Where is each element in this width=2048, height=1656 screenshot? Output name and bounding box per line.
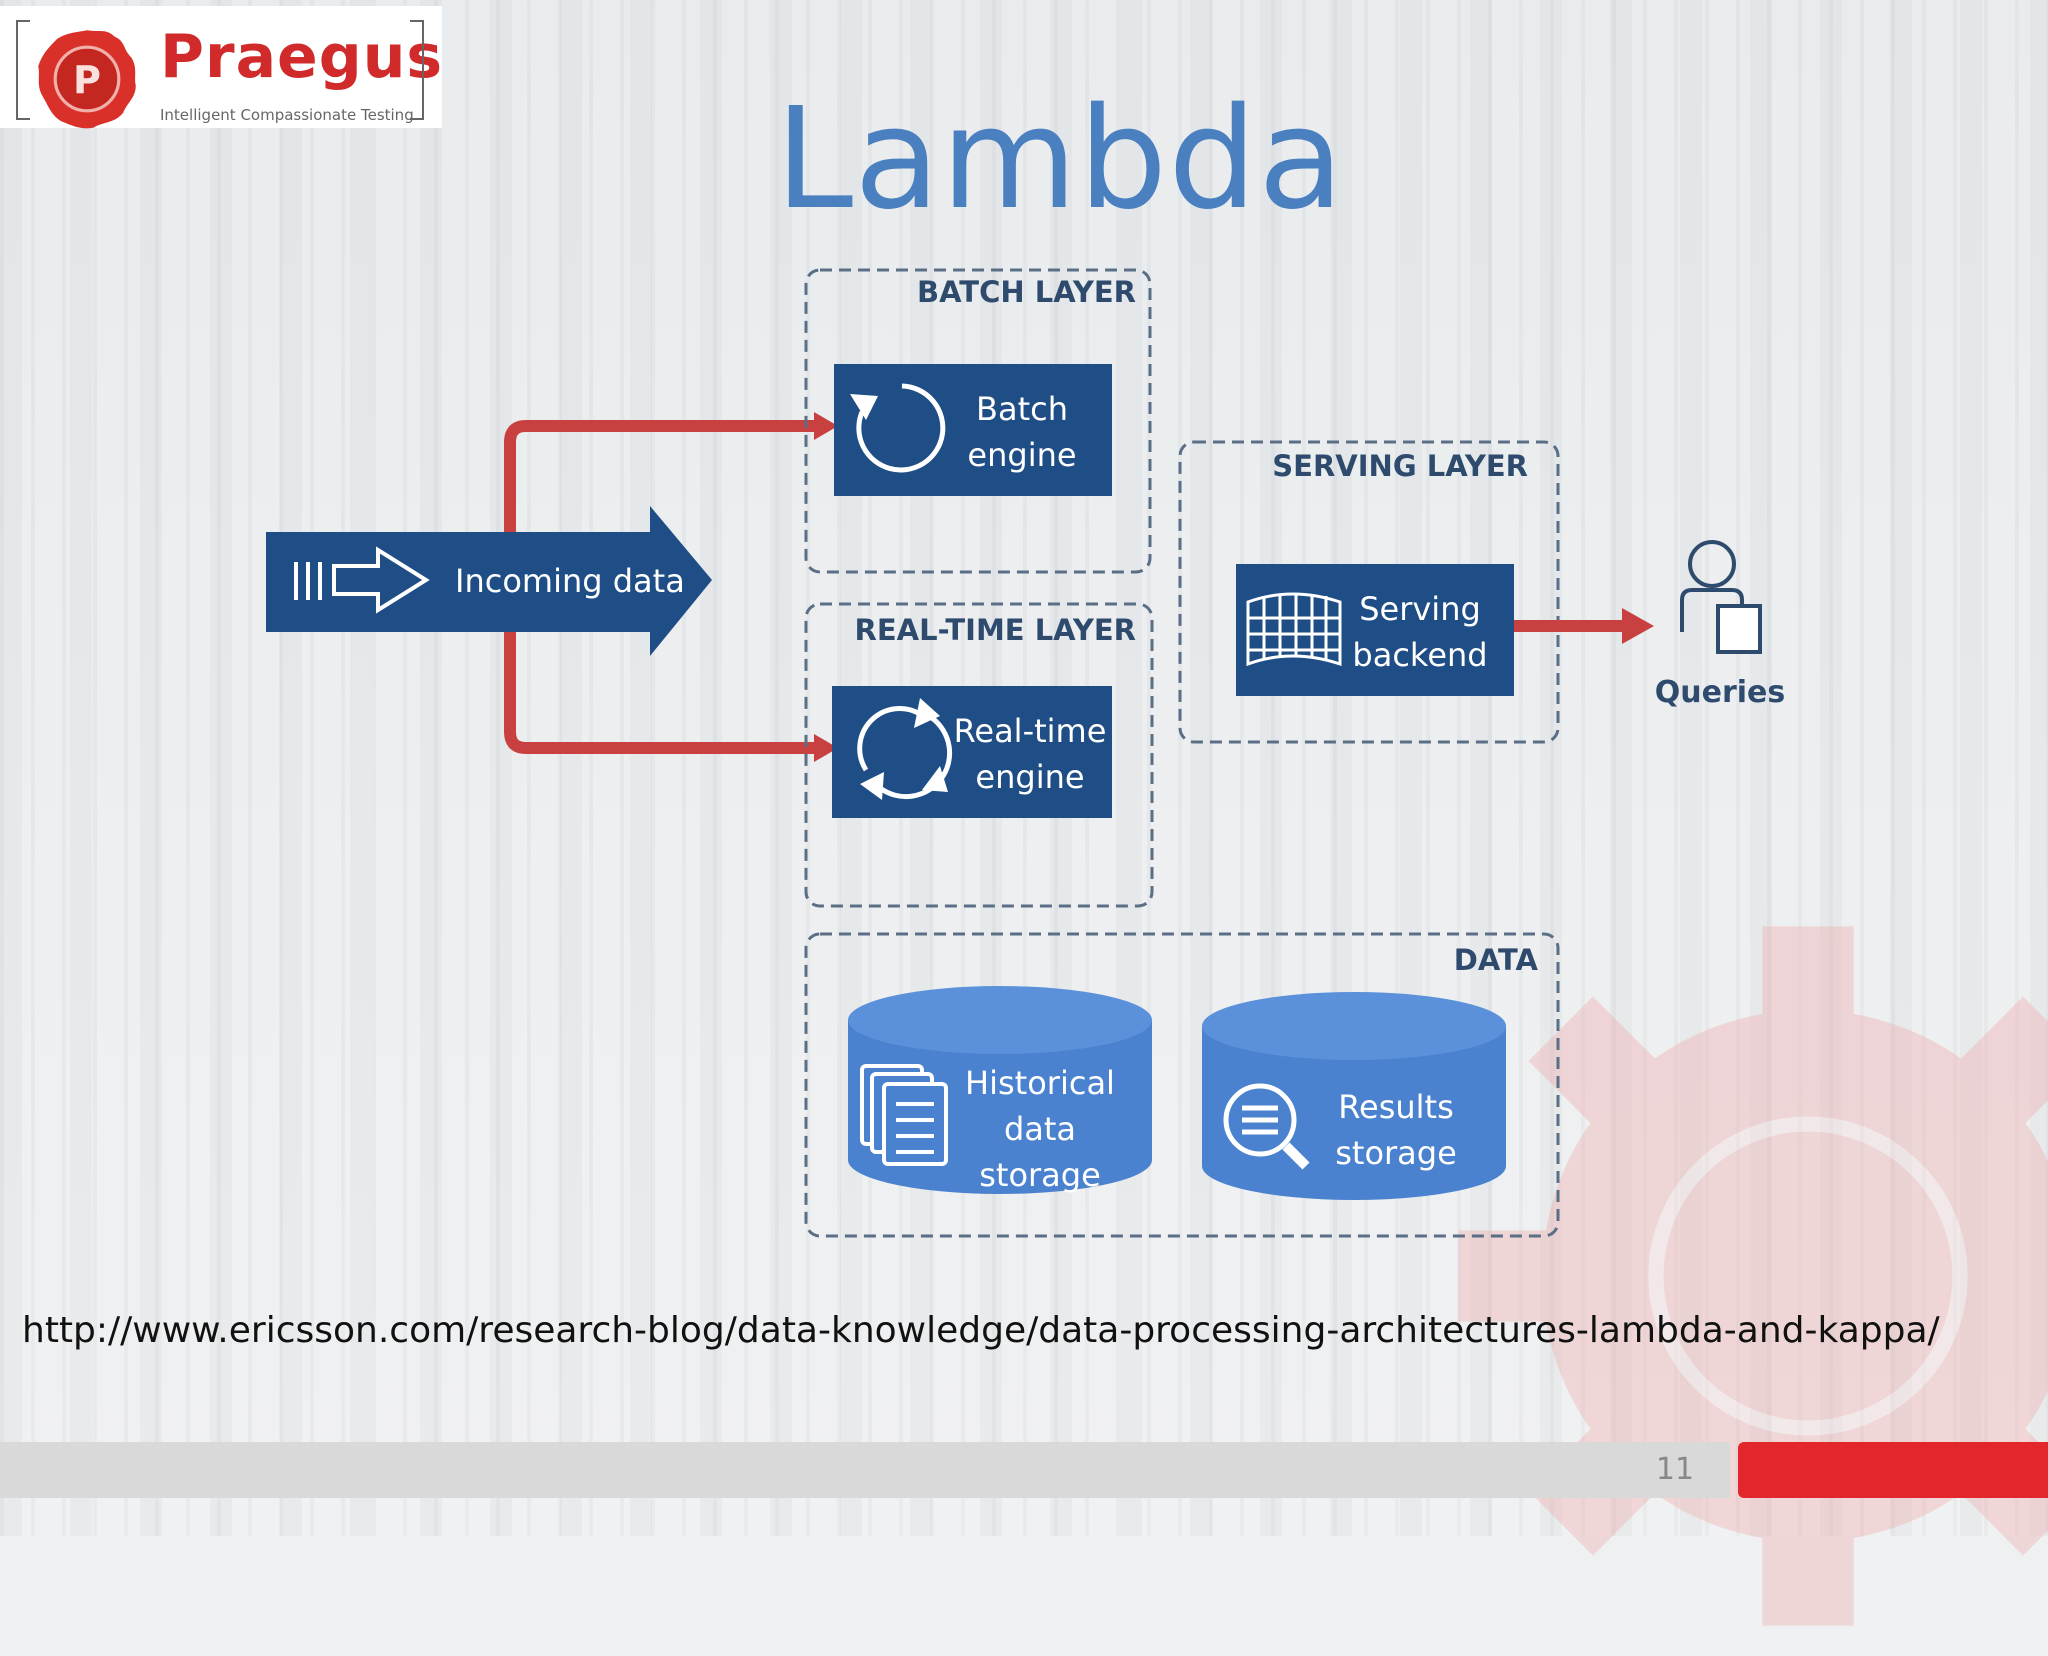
footer-accent-bar [1738, 1442, 2048, 1498]
realtime-layer-frame [804, 602, 1154, 908]
serving-backend-line1: Serving [1359, 590, 1481, 628]
incoming-to-batch-arrow [504, 412, 838, 540]
slide-title: Lambda [775, 78, 1345, 241]
serving-to-queries-arrow [1514, 608, 1654, 644]
data-stream-icon [294, 546, 430, 614]
realtime-engine-line1: Real-time [954, 712, 1107, 750]
historical-line3: storage [979, 1156, 1101, 1194]
sync-arrows-icon [857, 698, 953, 800]
data-section-frame [804, 932, 1560, 1238]
realtime-layer-title: REAL-TIME LAYER [855, 613, 1136, 647]
batch-layer-frame [804, 268, 1152, 574]
batch-engine-box: Batch engine [834, 364, 1112, 496]
magnifier-search-icon [1223, 1083, 1310, 1170]
serving-layer-title: SERVING LAYER [1272, 449, 1528, 483]
lambda-architecture-diagram: Incoming data BATCH LAYER Batch engine R… [266, 268, 1786, 1238]
serving-backend-box: Serving backend [1236, 564, 1514, 696]
serving-backend-line2: backend [1352, 636, 1487, 674]
logo-bracket-left [16, 20, 30, 120]
logo-tagline: Intelligent Compassionate Testing [160, 106, 414, 124]
data-section-title: DATA [1454, 943, 1539, 977]
batch-engine-line2: engine [967, 436, 1076, 474]
realtime-engine-box: Real-time engine [832, 686, 1112, 818]
serving-layer-frame [1178, 440, 1560, 744]
results-storage-cylinder: Results storage [1202, 992, 1506, 1200]
results-line1: Results [1338, 1088, 1454, 1126]
results-line2: storage [1335, 1134, 1457, 1172]
user-query-icon [1680, 540, 1762, 654]
refresh-cycle-icon [850, 383, 946, 473]
historical-storage-cylinder: Historical data storage [848, 986, 1152, 1194]
historical-line2: data [1004, 1110, 1076, 1148]
source-link[interactable]: http://www.ericsson.com/research-blog/da… [22, 1310, 1940, 1351]
wax-seal-icon: P [38, 30, 136, 129]
logo-name: Praegus [160, 22, 444, 92]
praegus-logo: P Praegus Intelligent Compassionate Test… [0, 6, 444, 129]
queries-label: Queries [1655, 675, 1786, 710]
gear-watermark-icon [1458, 926, 2048, 1626]
svg-text:P: P [73, 58, 101, 102]
incoming-to-realtime-arrow [504, 600, 838, 762]
batch-layer-title: BATCH LAYER [917, 275, 1136, 309]
grid-table-icon [1246, 592, 1342, 667]
realtime-engine-line2: engine [975, 758, 1084, 796]
incoming-data-arrow: Incoming data [266, 506, 712, 656]
batch-engine-line1: Batch [976, 390, 1068, 428]
incoming-data-label: Incoming data [455, 562, 685, 600]
footer-bar [0, 1442, 1730, 1498]
documents-icon [860, 1064, 948, 1166]
historical-line1: Historical [965, 1064, 1115, 1102]
logo-bracket-right [410, 20, 424, 120]
page-number: 11 [1655, 1452, 1695, 1487]
